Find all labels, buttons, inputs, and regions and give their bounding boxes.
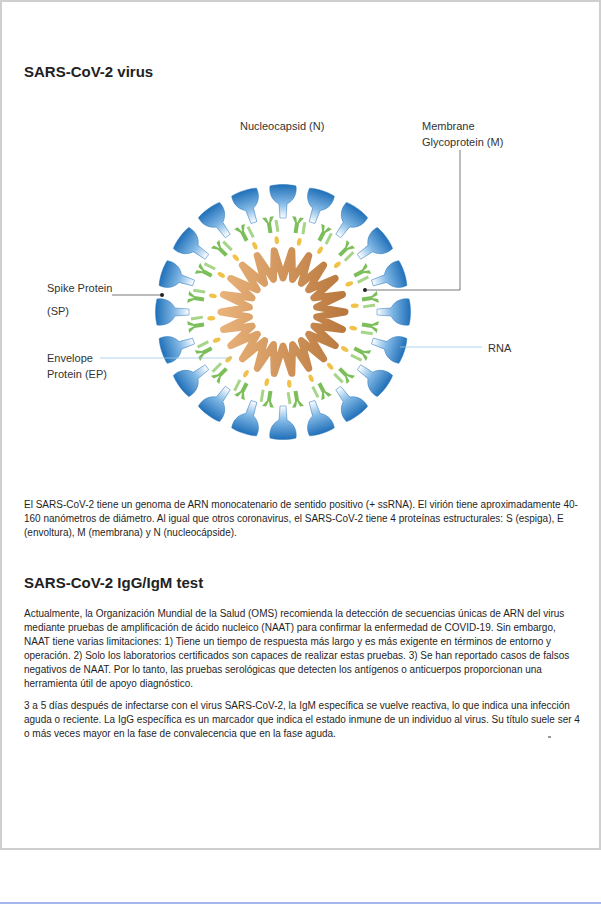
membrane-protein: [361, 291, 379, 308]
part-label: Membrane Glycoprotein (M): [422, 118, 522, 150]
leader-line: [112, 295, 160, 296]
envelope-protein: [207, 316, 215, 321]
part-label: RNA: [488, 340, 548, 356]
envelope-protein: [326, 362, 335, 371]
spike-protein: [197, 380, 238, 423]
spike-protein: [158, 328, 198, 364]
membrane-protein: [352, 263, 373, 284]
spike-protein: [368, 328, 408, 364]
nucleocapsid-ring: [221, 251, 345, 374]
envelope-protein: [224, 355, 233, 364]
envelope-protein: [351, 303, 359, 308]
spike-protein: [158, 260, 198, 296]
envelope-protein: [212, 337, 221, 344]
envelope-protein: [349, 325, 358, 331]
envelope-protein: [316, 246, 324, 255]
membrane-protein: [195, 260, 216, 281]
page-title: SARS-CoV-2 virus: [24, 63, 424, 80]
spike-protein: [172, 226, 215, 267]
membrane-protein: [262, 216, 279, 234]
stray-mark: [548, 737, 551, 738]
page-border: [1, 1, 600, 849]
membrane-protein: [234, 222, 255, 243]
envelope-protein: [231, 253, 240, 262]
spike-protein: [172, 357, 215, 398]
spike-protein: [351, 357, 394, 398]
membrane-protein: [211, 238, 233, 260]
spike-protein: [156, 299, 190, 325]
envelope-protein: [340, 345, 349, 353]
envelope-protein: [287, 380, 292, 388]
envelope-protein: [296, 237, 302, 246]
membrane-protein: [209, 362, 231, 384]
spike-protein: [328, 201, 369, 244]
leader-lines: [100, 150, 482, 358]
spike-protein: [270, 185, 296, 219]
spike-protein: [299, 187, 335, 227]
part-label: Envelope Protein (EP): [47, 350, 127, 382]
membrane-protein: [231, 379, 252, 400]
envelope-protein: [333, 260, 342, 269]
membrane-protein: [314, 224, 335, 245]
envelope-protein: [345, 280, 354, 287]
part-label: Spike Protein (SP): [47, 277, 117, 323]
spike-protein: [299, 397, 335, 437]
body-paragraph: 3 a 5 días después de infectarse con el …: [24, 699, 580, 741]
body-paragraph: El SARS-CoV-2 tiene un genoma de ARN mon…: [24, 498, 580, 540]
envelope-protein: [217, 271, 226, 279]
membrane-protein: [259, 390, 276, 408]
envelope-protein: [264, 378, 270, 387]
envelope-protein: [274, 236, 279, 244]
envelope-protein: [251, 241, 258, 250]
membrane-protein: [361, 319, 379, 336]
membrane-protein: [335, 240, 357, 262]
spike-protein: [328, 380, 369, 423]
envelope-protein: [242, 369, 250, 378]
spike-protein: [377, 299, 411, 325]
spike-protein: [351, 226, 394, 267]
leader-line: [100, 358, 232, 359]
envelope-protein: [208, 293, 217, 299]
footer-rule: [0, 902, 601, 903]
membrane-protein: [311, 381, 332, 402]
membrane-protein: [287, 390, 304, 408]
membrane-protein: [350, 343, 371, 364]
leader-dot: [363, 288, 367, 292]
leader-line: [367, 150, 460, 290]
membrane-protein: [290, 216, 307, 234]
spike-protein: [197, 201, 238, 244]
leader-dot: [160, 293, 164, 297]
spike-protein: [231, 187, 267, 227]
spike-protein: [231, 397, 267, 437]
leader-line: [400, 347, 482, 348]
membrane-protein: [187, 316, 205, 333]
part-label: Nucleocapsid (N): [240, 118, 380, 134]
membrane-protein: [187, 288, 205, 305]
membrane-protein: [333, 364, 355, 386]
virion: [156, 185, 411, 440]
body-paragraph: Actualmente, la Organización Mundial de …: [24, 607, 580, 691]
envelope-protein: [308, 374, 315, 383]
section-heading: SARS-CoV-2 IgG/IgM test: [24, 574, 424, 591]
spike-protein: [270, 406, 296, 440]
